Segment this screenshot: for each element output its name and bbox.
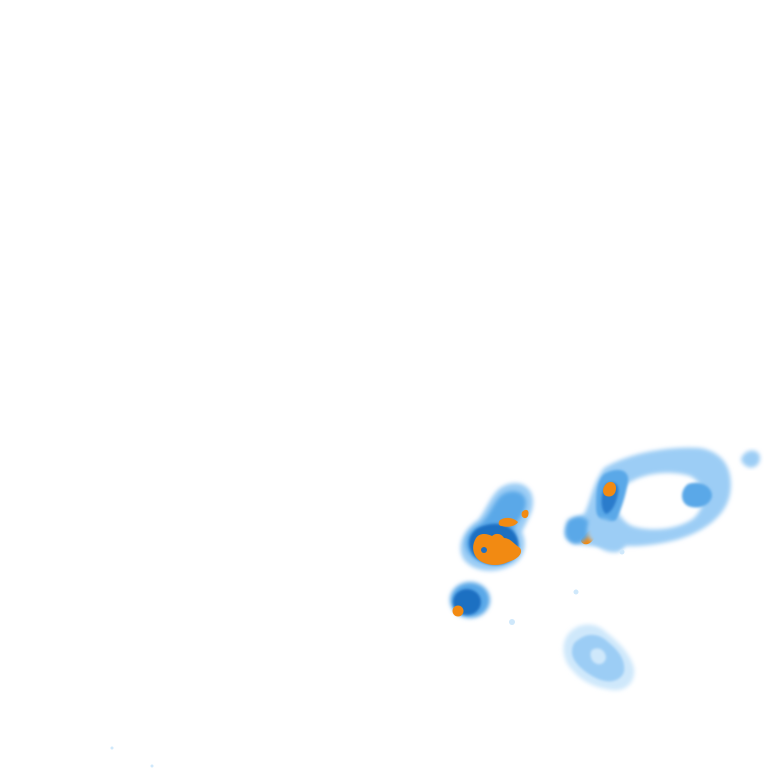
cell-central-core-3 — [521, 509, 529, 519]
return-speck — [150, 764, 154, 768]
return-speck — [509, 619, 515, 625]
cell-east-ring-west-arm — [565, 516, 591, 544]
cell-east-ring-core — [603, 481, 616, 497]
cell-east-ring-fragment — [741, 450, 760, 468]
return-speck — [619, 549, 625, 555]
cell-central-core-2 — [498, 517, 518, 527]
storm-cell-central — [460, 483, 534, 571]
return-speck — [110, 746, 114, 750]
scattered-returns — [110, 549, 625, 768]
cell-southeast-inner — [572, 634, 625, 682]
cell-south-core — [452, 605, 464, 617]
cell-central-hole — [481, 547, 487, 553]
storm-cell-southeast — [563, 624, 635, 691]
cell-east-ring-east-lobe — [682, 482, 712, 508]
cell-east-ring-southwest-arm — [587, 518, 626, 553]
storm-cell-south — [450, 582, 490, 618]
return-speck — [573, 589, 579, 595]
storm-cell-east-ring — [565, 447, 760, 553]
cell-central-core — [473, 533, 522, 565]
